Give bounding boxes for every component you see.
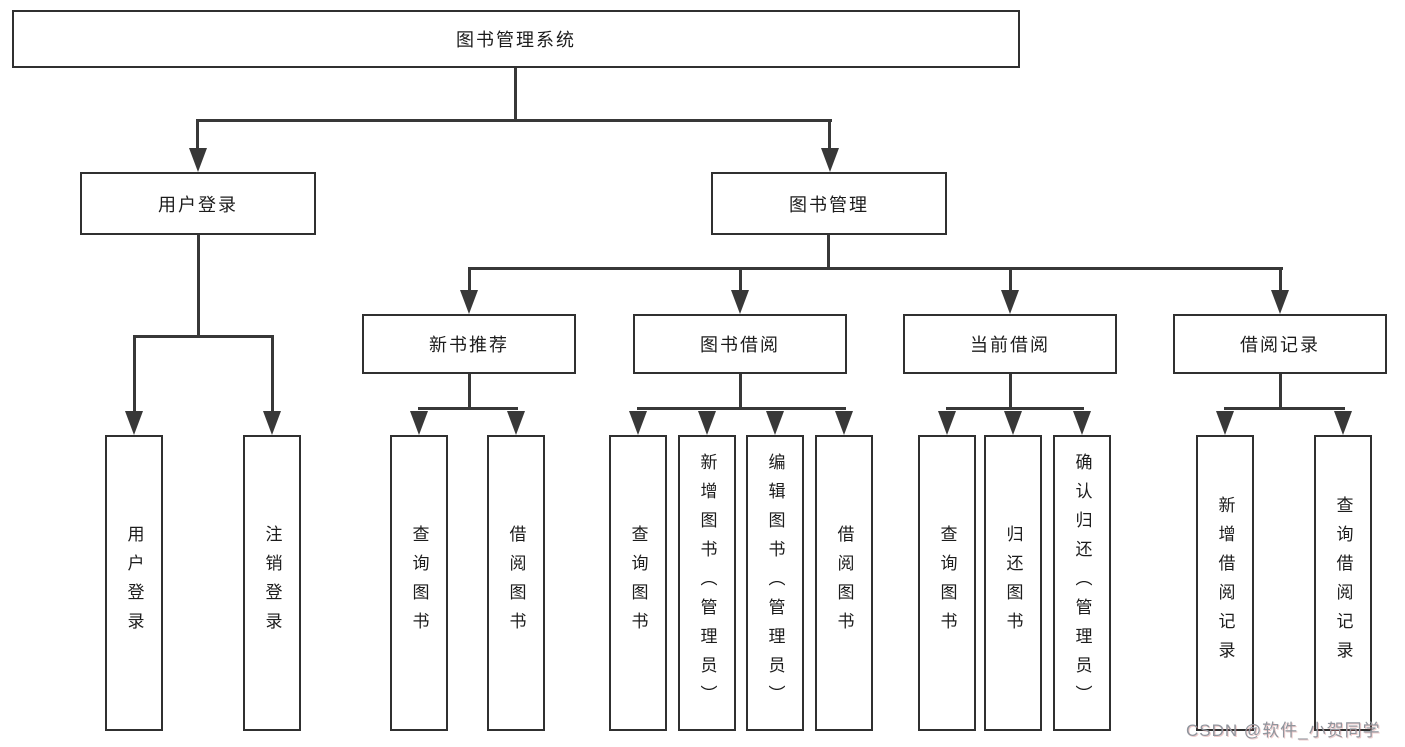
node-root: 图书管理系统 — [12, 10, 1020, 68]
leaf-recommend-borrow-book-label: 借阅图书 — [506, 525, 526, 641]
connector-line — [197, 235, 200, 337]
connector-line — [196, 119, 832, 122]
arrowhead — [766, 411, 784, 435]
node-current-borrow: 当前借阅 — [903, 314, 1117, 374]
leaf-logout: 注销登录 — [243, 435, 301, 731]
arrowhead — [410, 411, 428, 435]
node-new-book-recommend-label: 新书推荐 — [429, 335, 509, 355]
node-borrow-record-label: 借阅记录 — [1240, 335, 1320, 355]
leaf-return-book: 归还图书 — [984, 435, 1042, 731]
node-borrow-record: 借阅记录 — [1173, 314, 1387, 374]
connector-line — [468, 267, 471, 291]
leaf-add-borrow-record: 新增借阅记录 — [1196, 435, 1254, 731]
connector-line — [827, 235, 830, 269]
leaf-borrow-query-book-label: 查询图书 — [628, 525, 648, 641]
leaf-recommend-query-book: 查询图书 — [390, 435, 448, 731]
leaf-add-book-admin: 新增图书（管理员） — [678, 435, 736, 731]
arrowhead — [835, 411, 853, 435]
node-book-borrow: 图书借阅 — [633, 314, 847, 374]
leaf-return-book-label: 归还图书 — [1003, 525, 1023, 641]
connector-line — [1279, 267, 1282, 291]
node-user-login-label: 用户登录 — [158, 194, 238, 215]
connector-line — [133, 335, 274, 338]
connector-line — [946, 407, 1084, 410]
arrowhead — [821, 148, 839, 172]
connector-line — [271, 335, 274, 413]
leaf-add-borrow-record-label: 新增借阅记录 — [1215, 496, 1235, 670]
leaf-recommend-borrow-book: 借阅图书 — [487, 435, 545, 731]
connector-line — [196, 119, 199, 151]
arrowhead — [1004, 411, 1022, 435]
connector-line — [739, 374, 742, 410]
leaf-recommend-query-book-label: 查询图书 — [409, 525, 429, 641]
arrowhead — [125, 411, 143, 435]
arrowhead — [460, 290, 478, 314]
node-user-login: 用户登录 — [80, 172, 316, 235]
leaf-query-borrow-record: 查询借阅记录 — [1314, 435, 1372, 731]
arrowhead — [189, 148, 207, 172]
connector-line — [739, 267, 742, 291]
arrowhead — [1073, 411, 1091, 435]
leaf-edit-book-admin-label: 编辑图书（管理员） — [765, 452, 785, 714]
connector-line — [514, 68, 517, 121]
leaf-borrow-book: 借阅图书 — [815, 435, 873, 731]
arrowhead — [698, 411, 716, 435]
leaf-edit-book-admin: 编辑图书（管理员） — [746, 435, 804, 731]
leaf-user-login: 用户登录 — [105, 435, 163, 731]
csdn-watermark: CSDN @软件_小贺同学 — [1186, 721, 1381, 740]
leaf-borrow-book-label: 借阅图书 — [834, 525, 854, 641]
connector-line — [468, 374, 471, 410]
leaf-logout-label: 注销登录 — [262, 525, 282, 641]
arrowhead — [731, 290, 749, 314]
leaf-confirm-return-admin: 确认归还（管理员） — [1053, 435, 1111, 731]
connector-line — [1009, 267, 1012, 291]
arrowhead — [507, 411, 525, 435]
connector-line — [468, 267, 1283, 270]
leaf-confirm-return-admin-label: 确认归还（管理员） — [1072, 452, 1092, 714]
node-book-management-label: 图书管理 — [789, 194, 869, 215]
node-new-book-recommend: 新书推荐 — [362, 314, 576, 374]
connector-line — [133, 335, 136, 413]
arrowhead — [629, 411, 647, 435]
leaf-current-query-book-label: 查询图书 — [937, 525, 957, 641]
leaf-query-borrow-record-label: 查询借阅记录 — [1333, 496, 1353, 670]
arrowhead — [1216, 411, 1234, 435]
arrowhead — [938, 411, 956, 435]
arrowhead — [1334, 411, 1352, 435]
node-book-management: 图书管理 — [711, 172, 947, 235]
node-book-borrow-label: 图书借阅 — [700, 335, 780, 355]
node-root-label: 图书管理系统 — [456, 30, 576, 50]
connector-line — [637, 407, 846, 410]
connector-line — [1224, 407, 1345, 410]
leaf-user-login-label: 用户登录 — [124, 525, 144, 641]
leaf-current-query-book: 查询图书 — [918, 435, 976, 731]
leaf-add-book-admin-label: 新增图书（管理员） — [697, 452, 717, 714]
arrowhead — [263, 411, 281, 435]
connector-line — [418, 407, 518, 410]
connector-line — [1279, 374, 1282, 410]
connector-line — [1009, 374, 1012, 410]
arrowhead — [1271, 290, 1289, 314]
arrowhead — [1001, 290, 1019, 314]
node-current-borrow-label: 当前借阅 — [970, 335, 1050, 355]
connector-line — [828, 119, 831, 151]
leaf-borrow-query-book: 查询图书 — [609, 435, 667, 731]
